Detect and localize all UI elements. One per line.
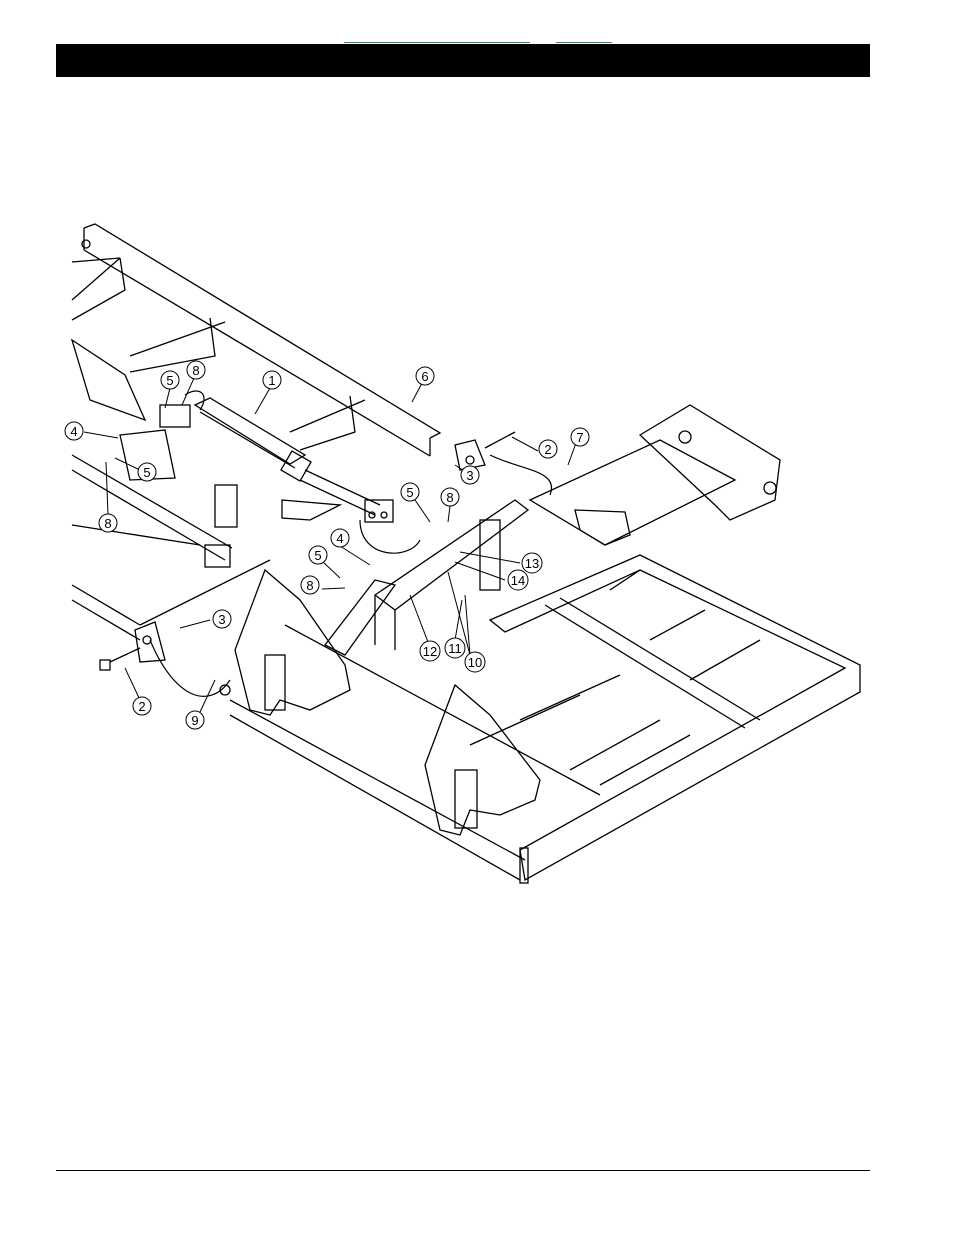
callout-4: 4 — [331, 529, 349, 547]
callout-5: 5 — [138, 463, 156, 481]
svg-text:10: 10 — [468, 655, 482, 670]
svg-text:11: 11 — [448, 641, 462, 656]
svg-text:13: 13 — [525, 556, 539, 571]
callout-1: 1 — [263, 371, 281, 389]
footer-rule — [56, 1170, 870, 1171]
svg-text:8: 8 — [306, 578, 313, 593]
callout-5: 5 — [161, 371, 179, 389]
callout-8: 8 — [187, 361, 205, 379]
callout-7: 7 — [571, 428, 589, 446]
callout-12: 12 — [420, 641, 440, 661]
svg-text:4: 4 — [70, 424, 77, 439]
callout-8: 8 — [99, 514, 117, 532]
svg-text:3: 3 — [466, 468, 473, 483]
callout-5: 5 — [401, 483, 419, 501]
svg-text:14: 14 — [511, 573, 525, 588]
svg-text:2: 2 — [138, 699, 145, 714]
callout-3: 3 — [461, 466, 479, 484]
callout-5: 5 — [309, 546, 327, 564]
callout-2: 2 — [133, 697, 151, 715]
hydraulic-hoses — [150, 391, 552, 696]
callout-8: 8 — [301, 576, 319, 594]
callout-10: 10 — [465, 652, 485, 672]
svg-text:8: 8 — [104, 516, 111, 531]
svg-text:4: 4 — [336, 531, 343, 546]
leader-lines — [84, 378, 576, 712]
callout-6: 6 — [416, 367, 434, 385]
svg-text:9: 9 — [191, 713, 198, 728]
callout-3: 3 — [213, 610, 231, 628]
svg-text:6: 6 — [421, 369, 428, 384]
svg-text:5: 5 — [406, 485, 413, 500]
svg-text:7: 7 — [576, 430, 583, 445]
svg-text:8: 8 — [192, 363, 199, 378]
svg-text:1: 1 — [268, 373, 275, 388]
svg-text:8: 8 — [446, 490, 453, 505]
svg-text:5: 5 — [143, 465, 150, 480]
svg-text:5: 5 — [314, 548, 321, 563]
callout-9: 9 — [186, 711, 204, 729]
svg-text:2: 2 — [544, 442, 551, 457]
callout-8: 8 — [441, 488, 459, 506]
callout-14: 14 — [508, 570, 528, 590]
svg-text:5: 5 — [166, 373, 173, 388]
callout-13: 13 — [522, 553, 542, 573]
callout-4: 4 — [65, 422, 83, 440]
callout-11: 11 — [445, 638, 465, 658]
callout-2: 2 — [539, 440, 557, 458]
svg-text:12: 12 — [423, 644, 437, 659]
svg-text:3: 3 — [218, 612, 225, 627]
